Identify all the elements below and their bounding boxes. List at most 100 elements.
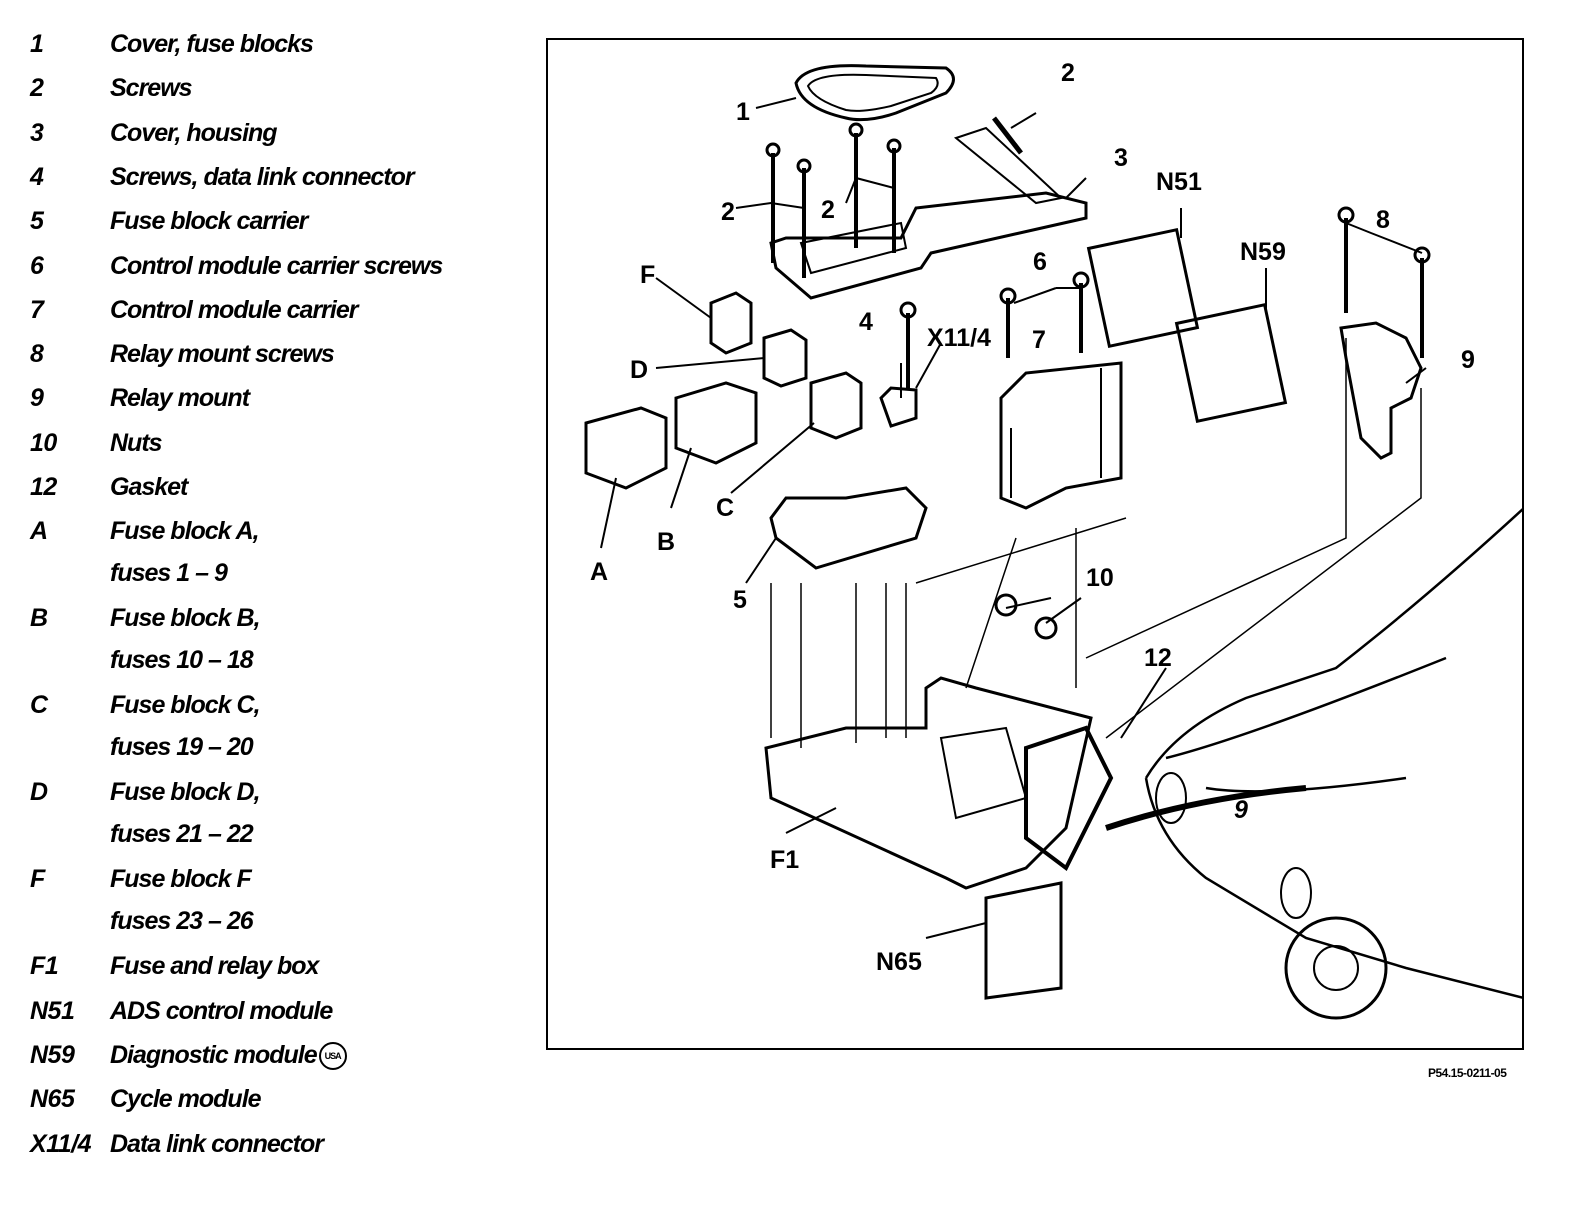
callout-2a: 2 bbox=[721, 198, 735, 226]
legend-item: C Fuse block C, fuses 19 – 20 bbox=[30, 691, 261, 762]
legend-description: Gasket bbox=[110, 473, 188, 502]
legend-description-line: Fuse and relay box bbox=[110, 952, 319, 981]
car-outline bbox=[1144, 507, 1524, 1000]
leader-lines bbox=[600, 97, 1427, 939]
fuse-block-B bbox=[674, 381, 758, 465]
parts-artwork bbox=[584, 64, 1524, 1020]
legend-key: 6 bbox=[30, 251, 44, 280]
legend-description: Cover, housing bbox=[110, 118, 278, 148]
callout-5: 5 bbox=[733, 586, 747, 614]
legend-description: Control module carrier screws bbox=[110, 251, 443, 281]
legend-description-line: Fuse block A, bbox=[110, 517, 260, 546]
legend-key: N65 bbox=[30, 1085, 75, 1114]
legend-description-line: Fuse block F bbox=[110, 865, 252, 894]
legend-key: D bbox=[30, 778, 48, 807]
legend-description: Relay mount bbox=[110, 384, 250, 413]
legend-description: Screws, data link connector bbox=[110, 162, 415, 192]
callout-X11-4: X11/4 bbox=[927, 324, 991, 352]
fuse-block-carrier bbox=[769, 486, 928, 570]
fuse-block-F bbox=[709, 291, 753, 355]
legend-item: X11/4 Data link connector bbox=[30, 1129, 324, 1159]
callout-6: 6 bbox=[1033, 248, 1047, 276]
cover-housing bbox=[769, 191, 1088, 300]
cover-fuse-blocks bbox=[794, 64, 955, 122]
legend-description-line: fuses 19 – 20 bbox=[110, 733, 254, 762]
legend-description: Data link connector bbox=[110, 1130, 324, 1159]
fuse-block-A bbox=[584, 406, 668, 490]
callout-1: 1 bbox=[736, 98, 750, 126]
legend-key: F bbox=[30, 865, 45, 894]
legend-description-line: Cover, housing bbox=[110, 118, 278, 147]
legend-key: 7 bbox=[30, 295, 44, 324]
legend-key: 9 bbox=[30, 384, 44, 413]
callout-N51: N51 bbox=[1156, 168, 1202, 196]
legend-description: Cover, fuse blocks bbox=[110, 30, 314, 59]
callout-C: C bbox=[716, 494, 734, 522]
legend-key: X11/4 bbox=[30, 1129, 91, 1158]
legend-description: Fuse and relay box bbox=[110, 952, 319, 981]
car-pointer-arrow bbox=[1105, 785, 1307, 831]
legend-description-line: Relay mount bbox=[110, 384, 250, 413]
legend-description-line: Diagnostic module bbox=[110, 1040, 318, 1069]
legend-description-line: Relay mount screws bbox=[110, 340, 335, 369]
legend-description-line: Fuse block carrier bbox=[110, 207, 308, 236]
callout-F: F bbox=[640, 261, 655, 289]
legend-description: Cycle module bbox=[110, 1085, 262, 1114]
legend-description: Fuse block B,fuses 10 – 18 bbox=[110, 604, 261, 675]
legend-key: C bbox=[30, 691, 48, 720]
legend-description: Fuse block carrier bbox=[110, 207, 308, 236]
legend-description: Control module carrier bbox=[110, 296, 358, 325]
fuse-block-D bbox=[762, 328, 808, 388]
legend-description: Fuse block A,fuses 1 – 9 bbox=[110, 517, 260, 588]
legend-item: N51 ADS control module bbox=[30, 996, 333, 1026]
gasket bbox=[1024, 725, 1114, 872]
legend-description-line: Cycle module bbox=[110, 1085, 262, 1114]
legend-key: A bbox=[30, 517, 48, 546]
callout-3: 3 bbox=[1114, 144, 1128, 172]
legend-description-line: Control module carrier screws bbox=[110, 251, 443, 280]
legend-description: Nuts bbox=[110, 428, 163, 458]
legend-item: 7 Control module carrier bbox=[30, 296, 358, 325]
legend-item: B Fuse block B,fuses 10 – 18 bbox=[30, 604, 261, 675]
legend-description: ADS control module bbox=[110, 996, 333, 1026]
callout-8: 8 bbox=[1376, 206, 1390, 234]
legend-description: Fuse block C, fuses 19 – 20 bbox=[110, 691, 261, 762]
legend-key: 4 bbox=[30, 162, 44, 191]
legend-description-line: Nuts bbox=[110, 428, 163, 457]
legend-key: N51 bbox=[30, 996, 75, 1025]
legend-item: 12 Gasket bbox=[30, 473, 188, 502]
callout-7: 7 bbox=[1032, 326, 1046, 354]
car-wheel bbox=[1284, 916, 1388, 1020]
callout-F1: F1 bbox=[770, 846, 799, 874]
legend-item: 4 Screws, data link connector bbox=[30, 162, 415, 192]
legend-key: B bbox=[30, 604, 48, 633]
callout-N65: N65 bbox=[876, 948, 922, 976]
fuse-and-relay-box bbox=[764, 676, 1093, 890]
callout-N59: N59 bbox=[1240, 238, 1286, 266]
legend-item: N65 Cycle module bbox=[30, 1085, 262, 1114]
callout-B: B bbox=[657, 528, 675, 556]
legend-key: 12 bbox=[30, 473, 57, 501]
diagnostic-module bbox=[1174, 302, 1288, 424]
legend-key: 8 bbox=[30, 340, 44, 369]
callout-4: 4 bbox=[859, 308, 873, 336]
legend-description-line: fuses 10 – 18 bbox=[110, 646, 254, 675]
legend-description-line: Screws, data link connector bbox=[110, 162, 415, 191]
legend-description-line: Fuse block C, bbox=[110, 691, 261, 720]
legend-description-line: ADS control module bbox=[110, 996, 333, 1025]
legend-item: 6 Control module carrier screws bbox=[30, 251, 443, 281]
cycle-module bbox=[984, 881, 1063, 1000]
legend-description-line: Cover, fuse blocks bbox=[110, 30, 314, 58]
legend-item: 9 Relay mount bbox=[30, 384, 250, 413]
exploded-view-diagram: 1 2 2 2 3 4 5 6 7 8 9 10 12 A B C D F F1… bbox=[546, 38, 1524, 1050]
ADS-control-module bbox=[1086, 227, 1200, 349]
